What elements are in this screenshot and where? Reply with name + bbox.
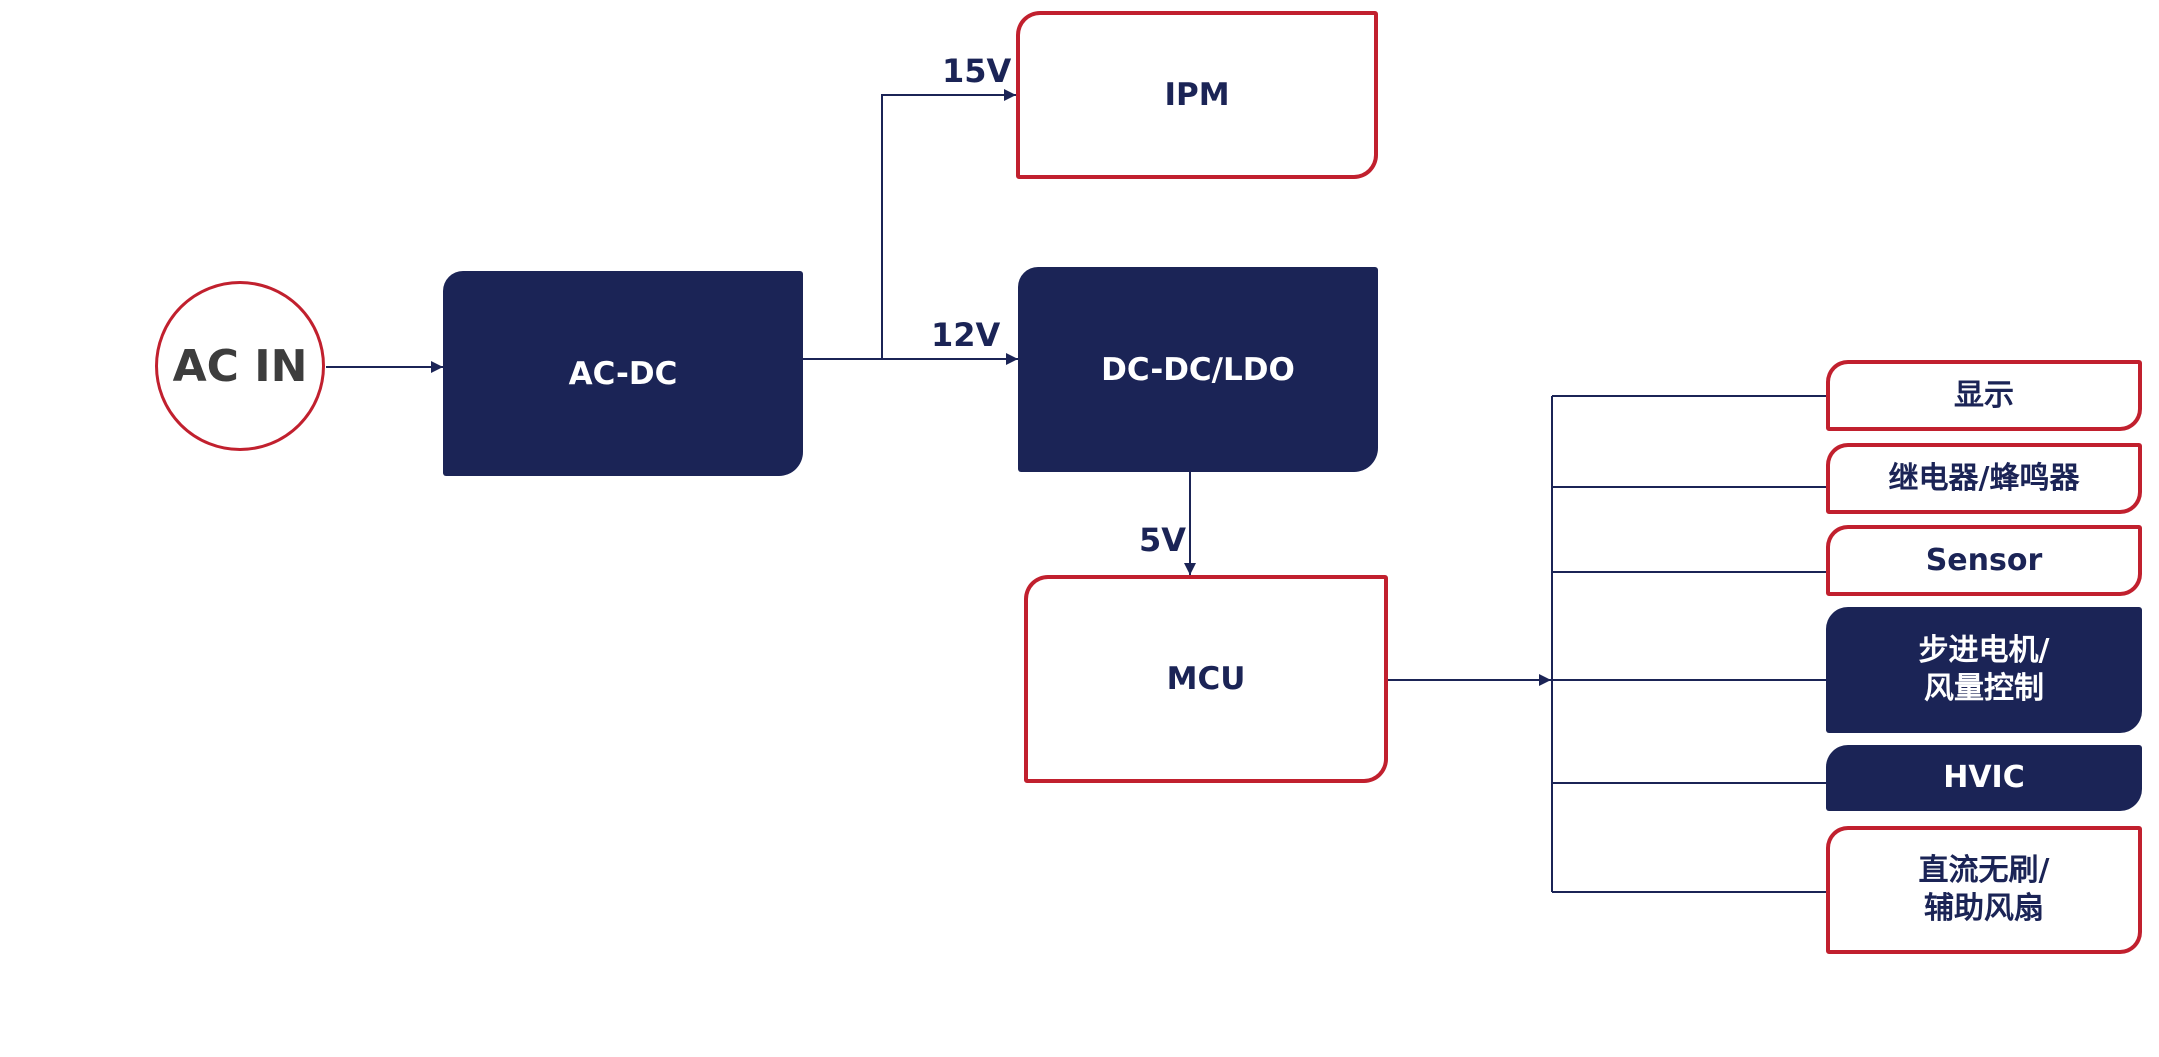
output-label: 继电器/蜂鸣器: [1888, 460, 2080, 496]
ipm-label: IPM: [1164, 77, 1230, 113]
output-stepper-airflow: 步进电机/ 风量控制: [1826, 607, 2142, 733]
ac-in-node: AC IN: [155, 281, 325, 451]
output-hvic: HVIC: [1826, 745, 2142, 811]
ac-dc-block: AC-DC: [443, 271, 803, 476]
output-label: HVIC: [1943, 760, 2025, 795]
output-bldc-fan: 直流无刷/ 辅助风扇: [1826, 826, 2142, 954]
mcu-block: MCU: [1024, 575, 1388, 783]
voltage-label-15v: 15V: [942, 52, 1012, 90]
dcdc-ldo-label: DC-DC/LDO: [1101, 351, 1295, 388]
output-display: 显示: [1826, 360, 2142, 431]
ac-in-label: AC IN: [172, 340, 308, 392]
ac-dc-label: AC-DC: [568, 355, 678, 392]
arrow-acdc-ipm: [881, 89, 1016, 359]
output-label: Sensor: [1925, 542, 2043, 578]
voltage-label-12v: 12V: [931, 316, 1001, 354]
ipm-block: IPM: [1016, 11, 1378, 179]
output-sensor: Sensor: [1826, 525, 2142, 596]
dcdc-ldo-block: DC-DC/LDO: [1018, 267, 1378, 472]
output-label: 直流无刷/ 辅助风扇: [1918, 853, 2050, 926]
output-label: 步进电机/ 风量控制: [1918, 633, 2050, 706]
output-relay-buzzer: 继电器/蜂鸣器: [1826, 443, 2142, 514]
output-label: 显示: [1954, 377, 2014, 413]
voltage-label-5v: 5V: [1139, 521, 1187, 559]
mcu-label: MCU: [1166, 661, 1246, 697]
